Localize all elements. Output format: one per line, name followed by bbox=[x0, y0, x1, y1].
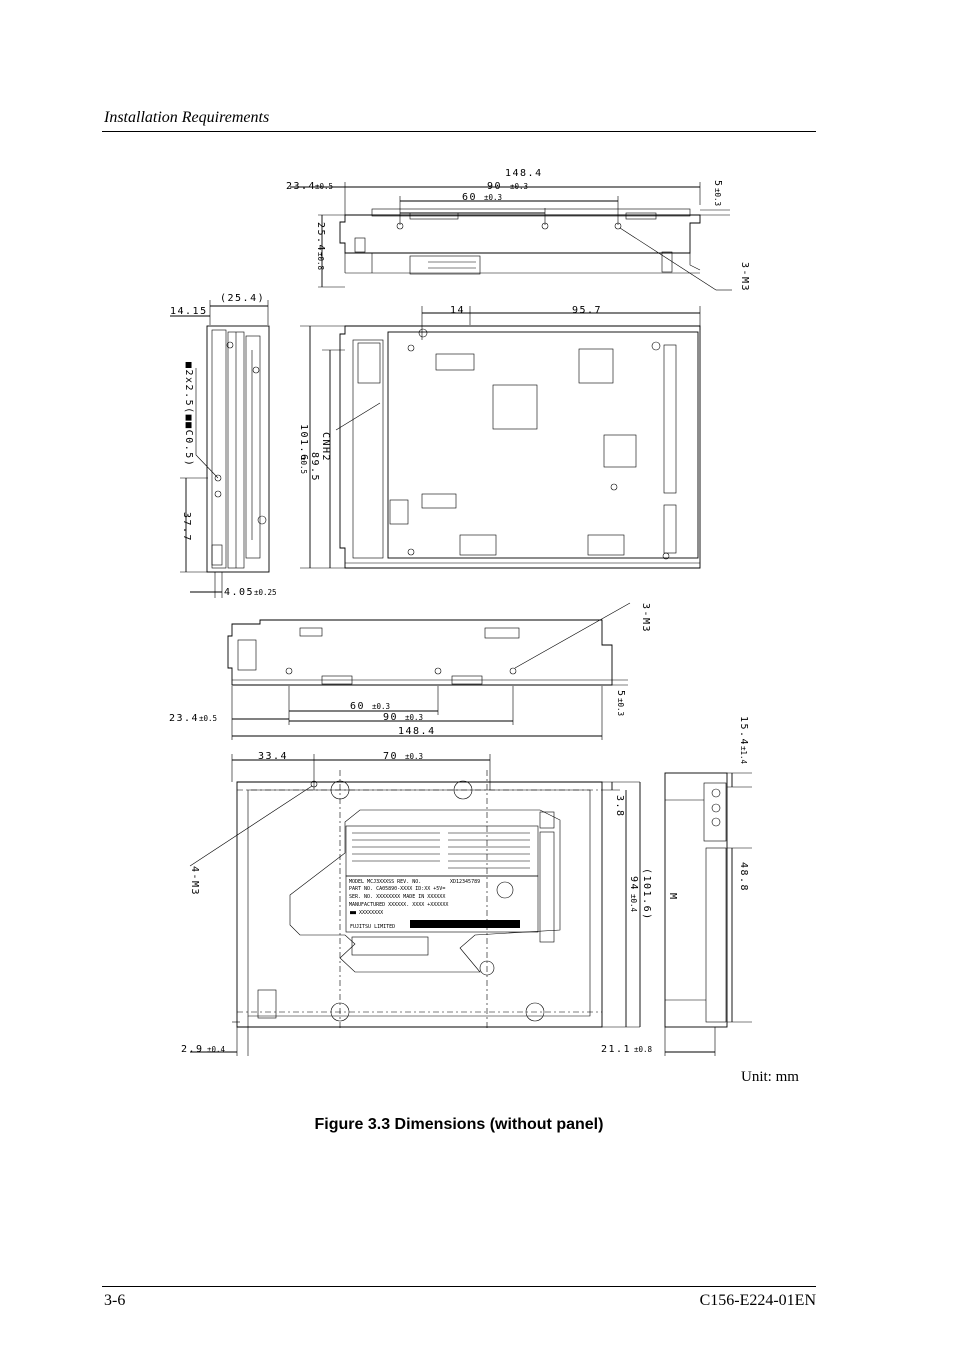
unit-note: Unit: mm bbox=[741, 1069, 799, 1085]
dim-4-m3: 4-M3 bbox=[189, 866, 200, 896]
dim-101-6-tol: ±0.5 bbox=[299, 456, 308, 474]
top-elevation-view bbox=[290, 182, 732, 291]
dim-70: 70 bbox=[383, 751, 398, 762]
running-header: Installation Requirements bbox=[104, 109, 270, 126]
dim-3-m3-bottom: 3-M3 bbox=[640, 603, 651, 633]
dim-60-top: 60 bbox=[462, 192, 477, 203]
dim-25-4-left-tol: ±0.8 bbox=[316, 252, 325, 271]
dim-90-bottom-tol: ±0.3 bbox=[405, 713, 423, 722]
dim-5-top-tol: ±0.3 bbox=[713, 188, 722, 206]
chamfer-note: ■2x2.5(■■C0.5) bbox=[183, 362, 194, 467]
dim-101-6: 101.6 bbox=[298, 424, 309, 462]
dim-90-top-tol: ±0.3 bbox=[510, 182, 528, 191]
dim-14-15: 14.15 bbox=[170, 306, 208, 317]
dim-3-m3-top: 3-M3 bbox=[739, 262, 750, 292]
bottom-elevation-view bbox=[227, 602, 631, 740]
dim-14: 14 bbox=[450, 305, 465, 316]
label-m: M bbox=[667, 893, 678, 901]
dim-25-4-paren: (25.4) bbox=[220, 293, 265, 304]
dim-101-6-paren: (101.6) bbox=[641, 868, 652, 921]
label-model: MODEL MCJ3XXXSS REV. NO. bbox=[349, 879, 421, 885]
footer-rule bbox=[102, 1286, 816, 1287]
dim-60-bottom: 60 bbox=[350, 701, 365, 712]
dim-95-7: 95.7 bbox=[572, 305, 602, 316]
label-maker: FUJITSU LIMITED bbox=[350, 924, 395, 930]
dim-33-4: 33.4 bbox=[258, 751, 288, 762]
dim-94-tol: ±0.4 bbox=[629, 894, 638, 913]
connector-end-view bbox=[664, 772, 752, 1056]
dim-89-5: 89.5 bbox=[309, 452, 320, 482]
label-ser: SER. NO. XXXXXXXX MADE IN XXXXXX bbox=[349, 894, 445, 900]
dim-21-1: 21.1 bbox=[601, 1044, 631, 1055]
dim-5-bottom-tol: ±0.3 bbox=[616, 698, 625, 716]
plan-view bbox=[300, 306, 701, 569]
dim-90-bottom: 90 bbox=[383, 712, 398, 723]
cnh2-label: CNH2 bbox=[320, 432, 331, 462]
dim-5-top: 5 bbox=[712, 180, 723, 188]
dim-60-top-tol: ±0.3 bbox=[484, 193, 502, 202]
figure-caption: Figure 3.3 Dimensions (without panel) bbox=[314, 1116, 604, 1133]
dim-70-tol: ±0.3 bbox=[405, 752, 423, 761]
dim-60-bottom-tol: ±0.3 bbox=[372, 702, 390, 711]
label-serial-ex: XD12345789 bbox=[450, 879, 480, 885]
dim-5-bottom: 5 bbox=[615, 690, 626, 698]
document-id: C156-E224-01EN bbox=[699, 1292, 816, 1309]
label-part: PART NO. CA05890-XXXX ID:XX +5V= bbox=[349, 886, 445, 892]
dim-15-4-tol: ±1.4 bbox=[739, 746, 748, 765]
dim-23-4-top-tol: ±0.5 bbox=[315, 182, 333, 191]
dim-37-7: 37.7 bbox=[181, 512, 192, 542]
label-side-view bbox=[189, 754, 641, 1056]
dim-90-top: 90 bbox=[487, 181, 502, 192]
dim-15-4: 15.4 bbox=[738, 716, 749, 746]
dim-21-1-tol: ±0.8 bbox=[634, 1045, 653, 1054]
label-manufactured: MANUFACTURED XXXXXX. XXXX +XXXXXX bbox=[349, 902, 448, 908]
dim-48-8: 48.8 bbox=[738, 862, 749, 892]
dim-3-8: 3.8 bbox=[614, 795, 625, 818]
dim-23-4-top: 23.4 bbox=[286, 181, 316, 192]
dim-4-05-tol: ±0.25 bbox=[254, 588, 277, 597]
page-number: 3-6 bbox=[104, 1292, 126, 1309]
dim-23-4-bottom: 23.4 bbox=[169, 713, 199, 724]
dim-23-4-bottom-tol: ±0.5 bbox=[199, 714, 217, 723]
dim-94: 94 bbox=[628, 876, 639, 891]
header-rule bbox=[102, 131, 816, 132]
end-view bbox=[170, 300, 270, 598]
dim-4-05: 4.05 bbox=[224, 587, 254, 598]
dim-25-4-left: 25.4 bbox=[315, 222, 326, 252]
dim-2-9-tol: ±0.4 bbox=[207, 1045, 226, 1054]
label-box: ■■ XXXXXXXX bbox=[350, 910, 383, 916]
dim-148-4-bottom: 148.4 bbox=[398, 726, 436, 737]
dim-148-4-top: 148.4 bbox=[505, 168, 543, 179]
dim-2-9: 2.9 bbox=[181, 1044, 204, 1055]
